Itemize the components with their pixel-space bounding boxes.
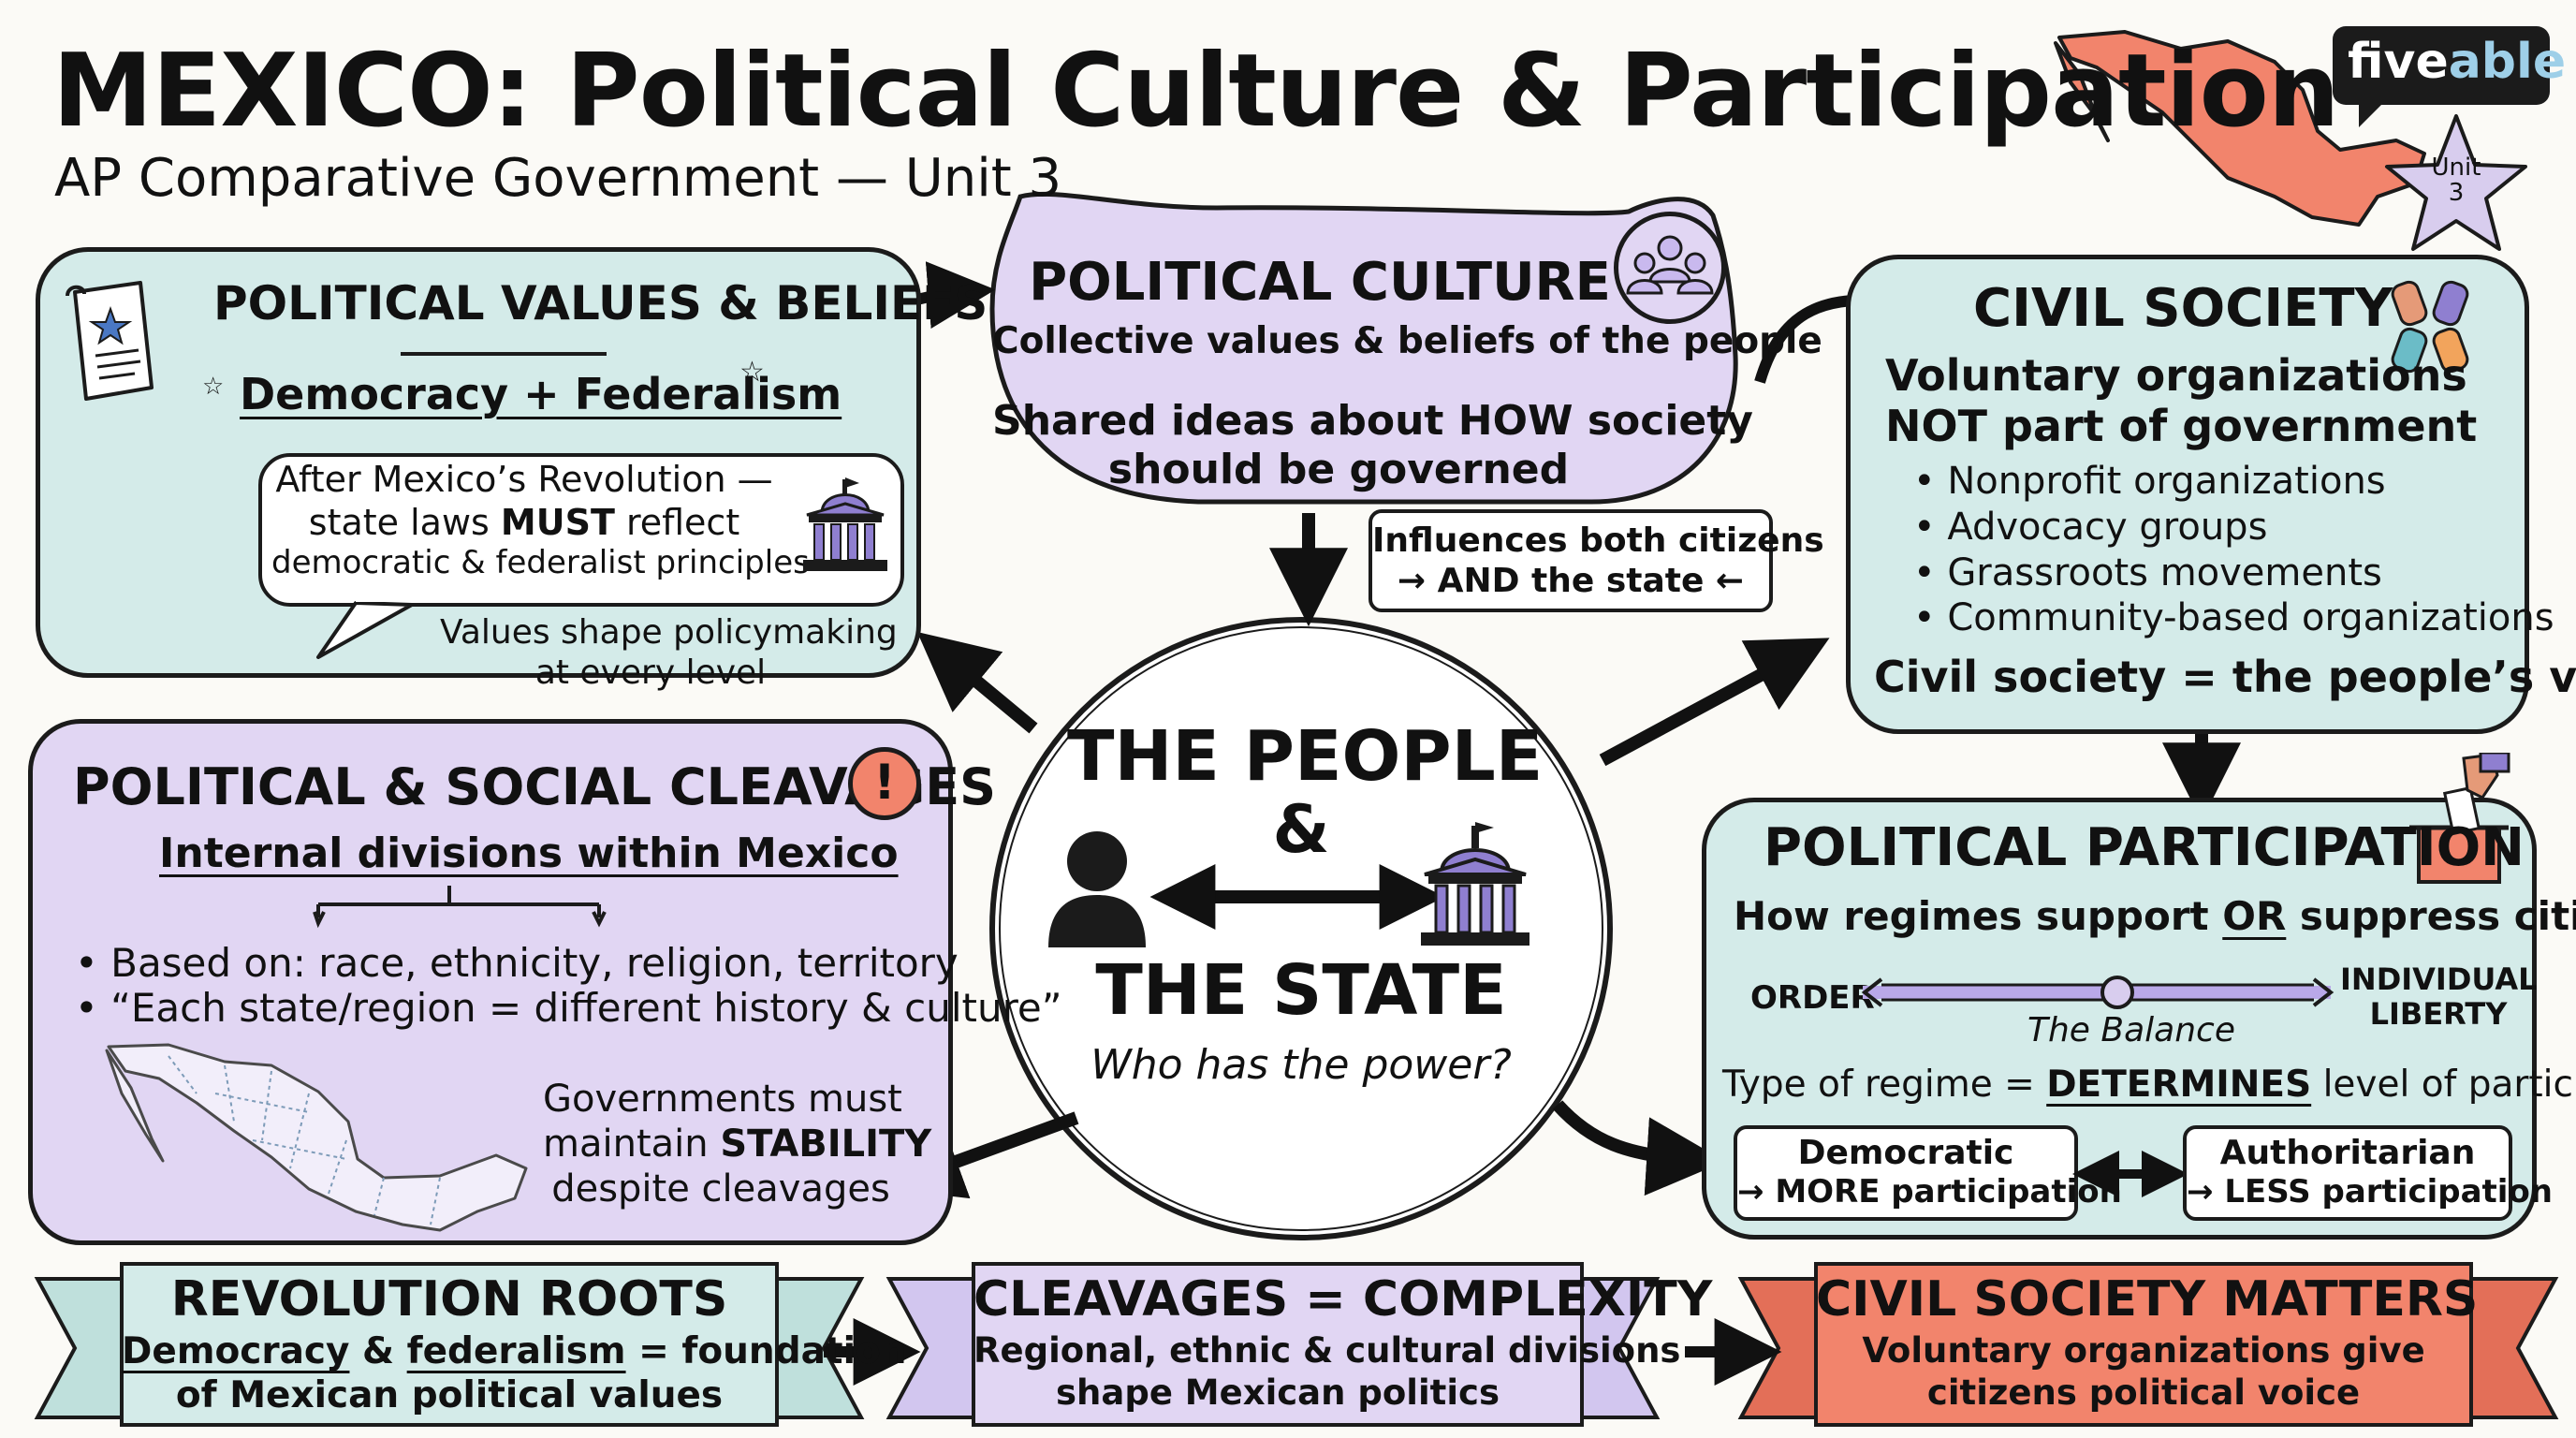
authoritarian-box: Authoritarian → LESS participation — [2183, 1125, 2553, 1221]
center-question: Who has the power? — [1090, 1041, 1512, 1089]
page-subtitle: AP Comparative Government — Unit 3 — [54, 148, 1062, 209]
list-item: Nonprofit organizations — [1913, 459, 2554, 505]
democratic-box: Democratic → MORE participation — [1734, 1125, 2122, 1221]
alert-icon: ! — [848, 747, 921, 820]
scale-right-label: INDIVIDUAL LIBERTY — [2340, 961, 2538, 1032]
banner-1-shape — [34, 1262, 865, 1427]
cleavages-note: Governments must maintain STABILITY desp… — [543, 1078, 932, 1211]
banner-civil-society-matters: CIVIL SOCIETY MATTERS Voluntary organiza… — [1816, 1271, 2479, 1413]
banner-revolution-roots: REVOLUTION ROOTS Democracy & federalism … — [122, 1271, 907, 1416]
list-item: Community-based organizations — [1913, 595, 2554, 641]
cleavages-bullet2: • “Each state/region = different history… — [75, 985, 1062, 1031]
capitol-icon — [1421, 822, 1530, 946]
arrow-center-to-values — [916, 631, 1038, 734]
cleavages-subheading: Internal divisions within Mexico — [159, 829, 899, 877]
culture-line2: Shared ideas about HOW society — [992, 397, 1753, 445]
page-title: MEXICO: Political Culture & Participatio… — [52, 33, 2340, 150]
list-item: Grassroots movements — [1913, 550, 2554, 596]
mexico-map-icon — [2054, 30, 2426, 227]
linked-hands-icon — [2378, 273, 2486, 382]
fiveable-logo — [2333, 26, 2550, 127]
political-culture-cloud — [989, 191, 1738, 505]
capitol-icon — [794, 476, 897, 579]
banner-2-shape — [886, 1262, 1661, 1427]
culture-line3: should be governed — [1107, 446, 1570, 493]
scale-mid-label: The Balance — [2027, 1011, 2235, 1049]
scale-left-label: ORDER — [1750, 979, 1875, 1017]
influence-box: Influences both citizens → AND the state… — [1368, 509, 1824, 612]
civil-heading: CIVIL SOCIETY — [1973, 278, 2393, 339]
cleavages-bullet1: • Based on: race, ethnicity, religion, t… — [75, 940, 959, 986]
center-state: THE STATE — [1095, 950, 1507, 1031]
civil-line1: Voluntary organizations — [1885, 350, 2467, 401]
civil-list: Nonprofit organizations Advocacy groups … — [1913, 459, 2554, 641]
mexico-regions-map-icon — [103, 1037, 534, 1238]
values-subheading: Democracy + Federalism — [240, 369, 842, 419]
scroll-star-icon — [62, 275, 165, 406]
arrow-center-to-participation — [1552, 1100, 1726, 1196]
culture-line1: Collective values & beliefs of the peopl… — [992, 320, 1822, 362]
values-note: Values shape policymaking at every level — [440, 613, 898, 693]
center-amp: & — [1272, 791, 1330, 868]
star-sparkle-icon: ☆ — [202, 373, 225, 401]
participation-heading: POLITICAL PARTICIPATION — [1764, 817, 2525, 878]
people-group-icon — [1614, 212, 1726, 324]
center-people: THE PEOPLE — [1067, 716, 1544, 797]
ballot-box-icon — [2408, 753, 2510, 884]
cleavages-heading: POLITICAL & SOCIAL CLEAVAGES — [73, 757, 997, 816]
logo-text: fiveable — [2348, 34, 2567, 90]
culture-heading: POLITICAL CULTURE — [1029, 252, 1611, 313]
banner-cleavages-complexity: CLEAVAGES = COMPLEXITY Regional, ethnic … — [973, 1271, 1713, 1413]
civil-footer: Civil society = the people’s voice — [1874, 652, 2576, 702]
values-speech-bubble — [258, 453, 904, 607]
arrow-center-to-civil — [1599, 638, 1830, 767]
person-icon — [1048, 831, 1146, 947]
unit-star-badge — [2385, 114, 2527, 251]
participation-line1: How regimes support OR suppress citizens — [1734, 893, 2576, 939]
regime-line: Type of regime = DETERMINES level of par… — [1722, 1064, 2576, 1106]
list-item: Advocacy groups — [1913, 505, 2554, 550]
values-heading: POLITICAL VALUES & BELIEFS — [213, 276, 988, 330]
civil-line2: NOT part of government — [1885, 401, 2478, 451]
values-divider — [401, 352, 607, 356]
bubble-text: After Mexico’s Revolution — state laws M… — [271, 459, 810, 582]
star-sparkle-icon: ☆ — [739, 356, 765, 389]
